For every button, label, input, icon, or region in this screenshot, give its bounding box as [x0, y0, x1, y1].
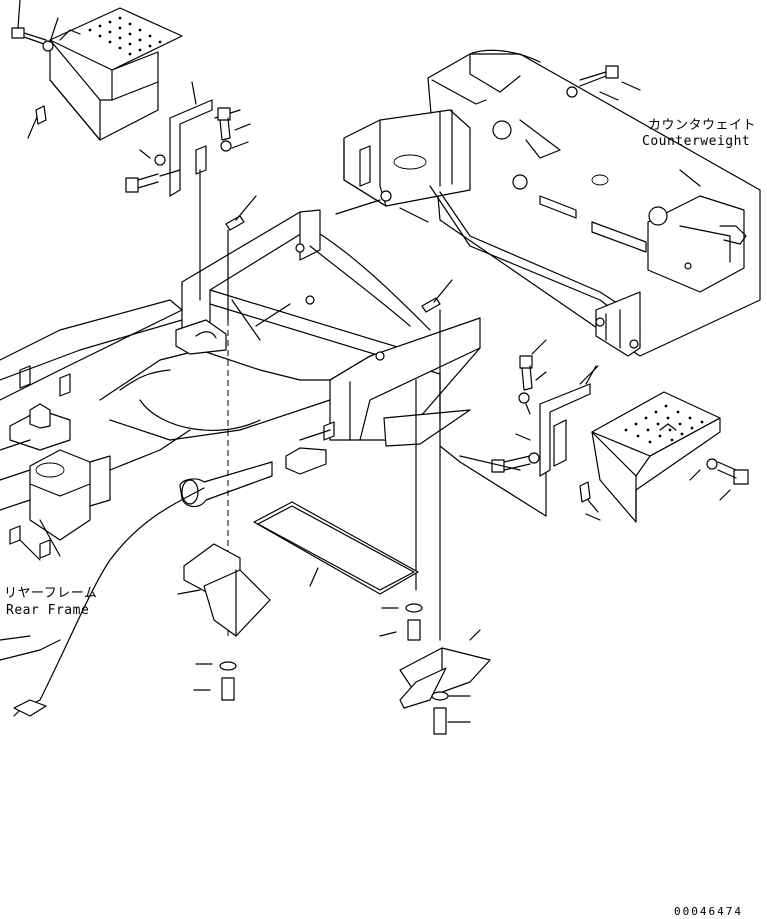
bolt-icon [11, 27, 47, 45]
bracket-right [491, 339, 597, 477]
leader-line [299, 169, 701, 521]
cover-plate [253, 501, 419, 595]
bolt-icon [566, 65, 641, 101]
guide-lines [199, 169, 547, 641]
step-box-left [49, 7, 183, 141]
lower-bracket-right [399, 629, 491, 709]
clip-icon [35, 105, 47, 125]
counterweight-label-jp: カウンタウェイト [648, 118, 757, 133]
lower-bracket-left [177, 543, 271, 637]
step-box-right [579, 391, 721, 523]
rear-frame-label-en: Rear Frame [6, 603, 90, 618]
pin-icon [225, 195, 453, 313]
bolt-icon [689, 458, 749, 501]
counterweight-label-en: Counterweight [642, 134, 751, 149]
bolt-icon [125, 149, 181, 193]
washer-icon [42, 40, 54, 52]
drawing-number: 00046474 [674, 905, 743, 918]
counterweight [343, 49, 761, 357]
rear-frame-structure [0, 209, 481, 717]
bolt-icon [193, 661, 237, 701]
rear-frame-label-jp: リヤーフレーム [4, 586, 98, 601]
bolt-icon [379, 603, 471, 735]
bracket-left [169, 81, 251, 197]
